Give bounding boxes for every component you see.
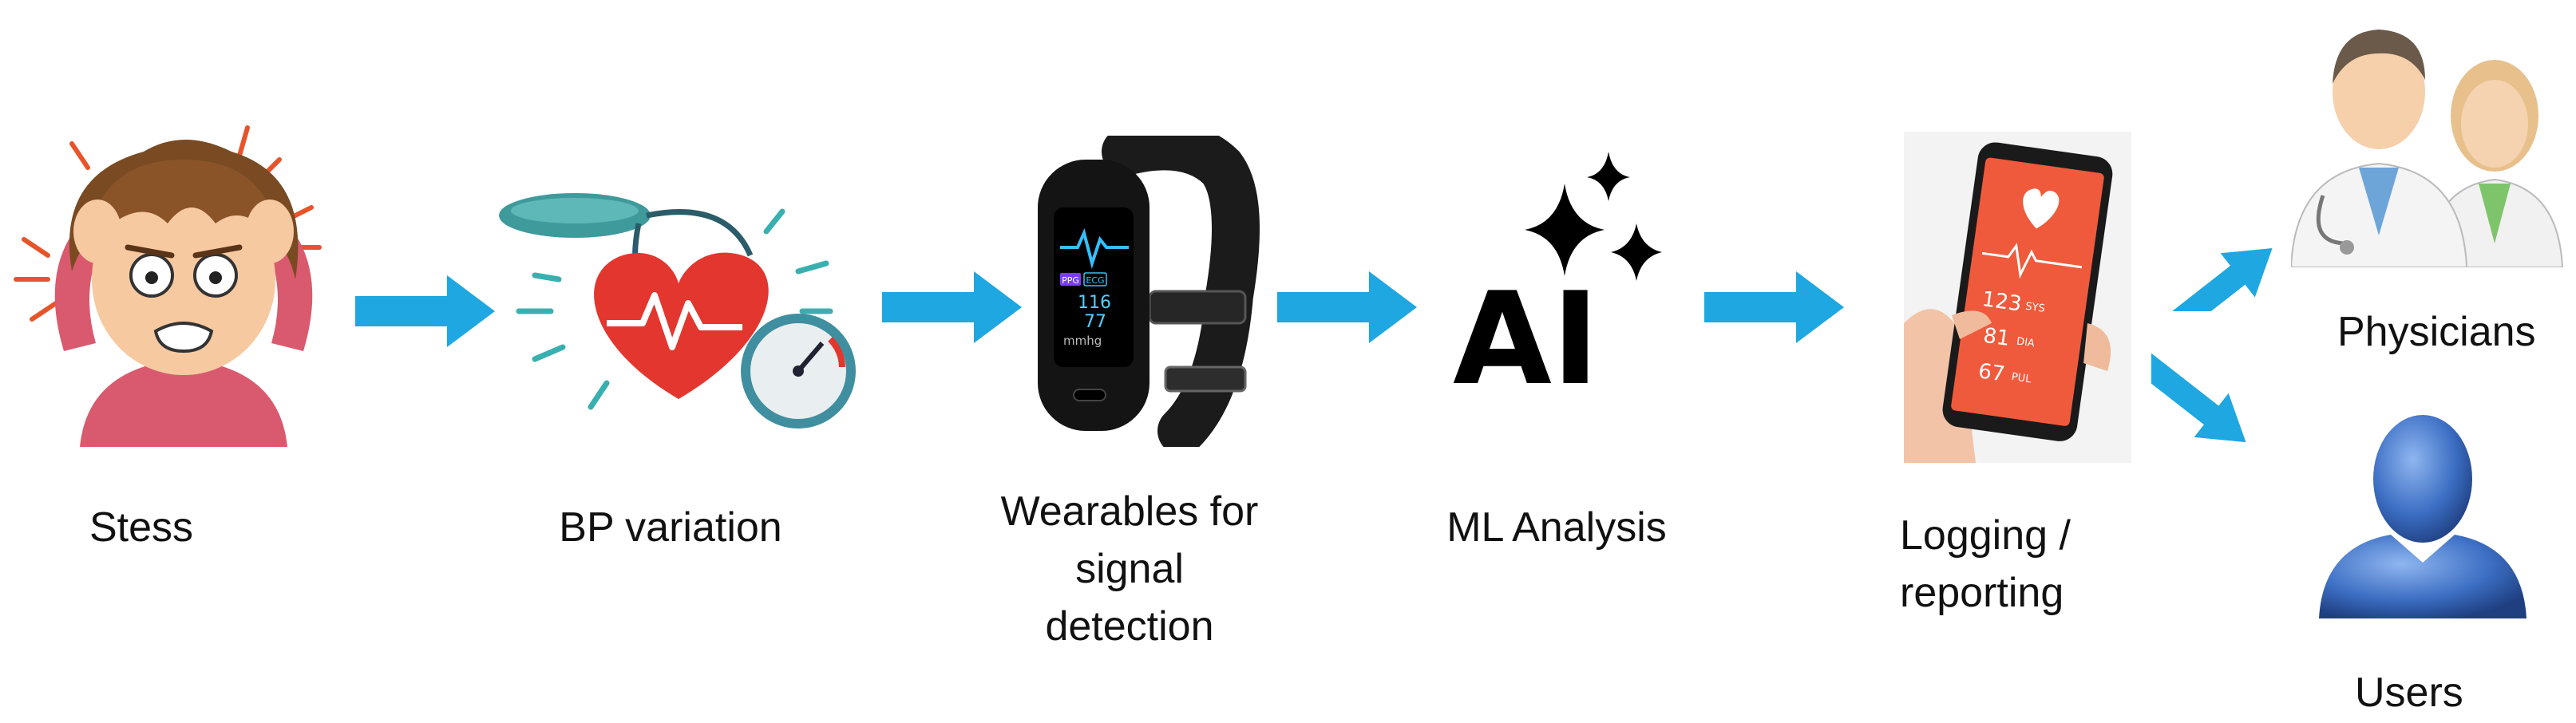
watch-dia-value: 77 [1084, 312, 1106, 332]
flow-arrow-3 [1277, 271, 1417, 343]
stress-label: Stess [89, 504, 194, 551]
watch-unit: mmhg [1063, 334, 1102, 348]
stressed-person-icon [8, 112, 359, 447]
wearable-band-icon: PPG ECG 116 77 mmhg [1030, 136, 1269, 447]
wearables-label-line3: detection [1045, 603, 1214, 650]
bp-variation-label: BP variation [559, 504, 782, 551]
ml-analysis-label: ML Analysis [1446, 504, 1667, 551]
flow-arrow-down [2151, 335, 2291, 451]
phone-dia-tag: DIA [2016, 335, 2036, 350]
flow-arrow-4 [1704, 271, 1844, 343]
user-silhouette-icon [2311, 403, 2534, 626]
physicians-label: Physicians [2337, 309, 2536, 355]
logging-label-line2: reporting [1900, 570, 2064, 616]
ai-text: AI [1453, 264, 1599, 391]
phone-sys-tag: SYS [2024, 301, 2045, 315]
phone-app-icon: 123 SYS 81 DIA 67 PUL [1904, 132, 2131, 463]
logging-label-line1: Logging / [1900, 512, 2071, 559]
wearables-label-line2: signal [1075, 546, 1184, 592]
flow-arrow-2 [882, 271, 1022, 343]
blood-pressure-heart-icon [487, 184, 886, 431]
phone-dia-value: 81 [1982, 324, 2012, 351]
watch-sys-value: 116 [1078, 293, 1111, 313]
physicians-icon [2291, 4, 2566, 267]
phone-sys-value: 123 [1980, 287, 2023, 317]
phone-pul-value: 67 [1977, 359, 2006, 386]
watch-ppg-tag: PPG [1062, 275, 1079, 286]
flow-arrow-1 [355, 275, 495, 347]
watch-ecg-tag: ECG [1086, 275, 1104, 286]
users-label: Users [2355, 670, 2463, 716]
ai-sparkle-icon: AI [1445, 152, 1684, 391]
wearables-label-line1: Wearables for [1000, 488, 1259, 535]
phone-pul-tag: PUL [2011, 371, 2032, 385]
flow-arrow-up [2147, 196, 2287, 311]
